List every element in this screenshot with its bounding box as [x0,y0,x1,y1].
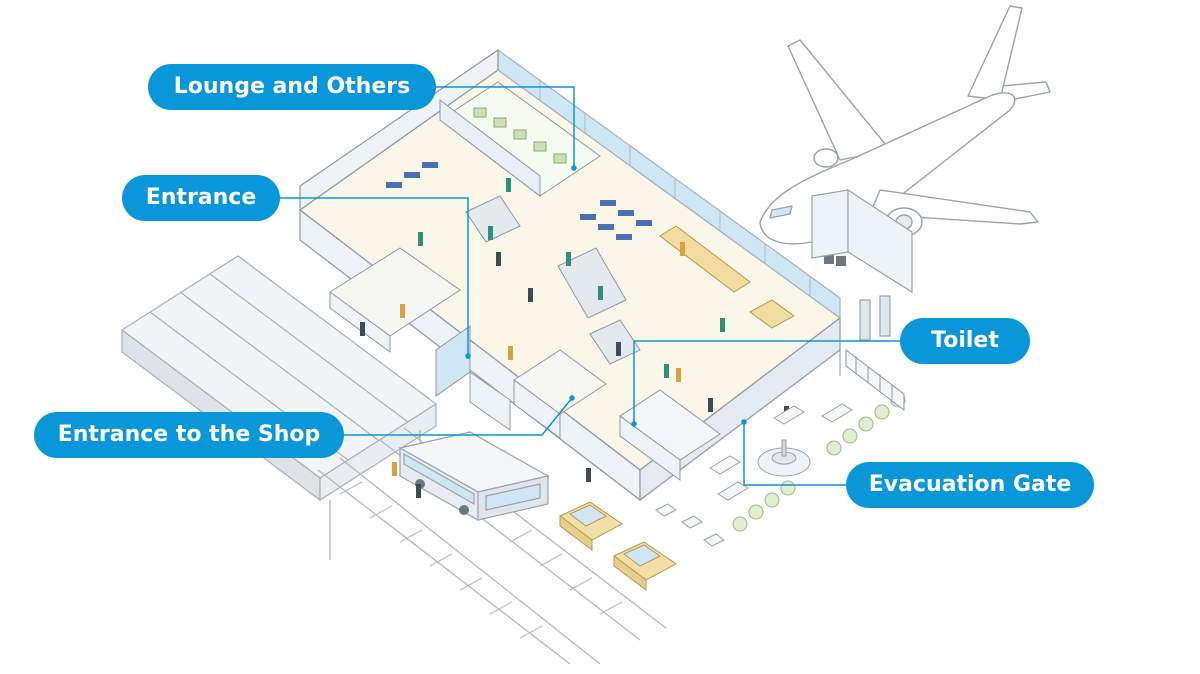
leader-line-evacuation [743,422,846,486]
callout-entrance: Entrance [122,175,280,221]
leader-line-lounge [436,86,575,168]
benches [655,403,853,547]
callout-entrance-to-the-shop: Entrance to the Shop [34,412,344,458]
waiting-seats [386,162,652,240]
callout-evacuation-gate: Evacuation Gate [846,462,1094,508]
lounge-area [439,81,601,198]
callout-lounge-and-others: Lounge and Others [148,64,436,110]
fountain-icon [757,439,811,477]
boarding-bridge [811,188,913,341]
taxi-icon [559,501,677,591]
interior-rooms [329,247,721,481]
gate-fence [839,346,905,412]
bus-icon [398,431,550,522]
escalator [465,195,641,365]
leader-line-toilet [633,340,900,424]
callout-toilet: Toilet [900,318,1030,364]
leader-line-entrance [280,197,469,356]
leader-line-shop [344,397,573,436]
leader-lines [280,86,900,486]
